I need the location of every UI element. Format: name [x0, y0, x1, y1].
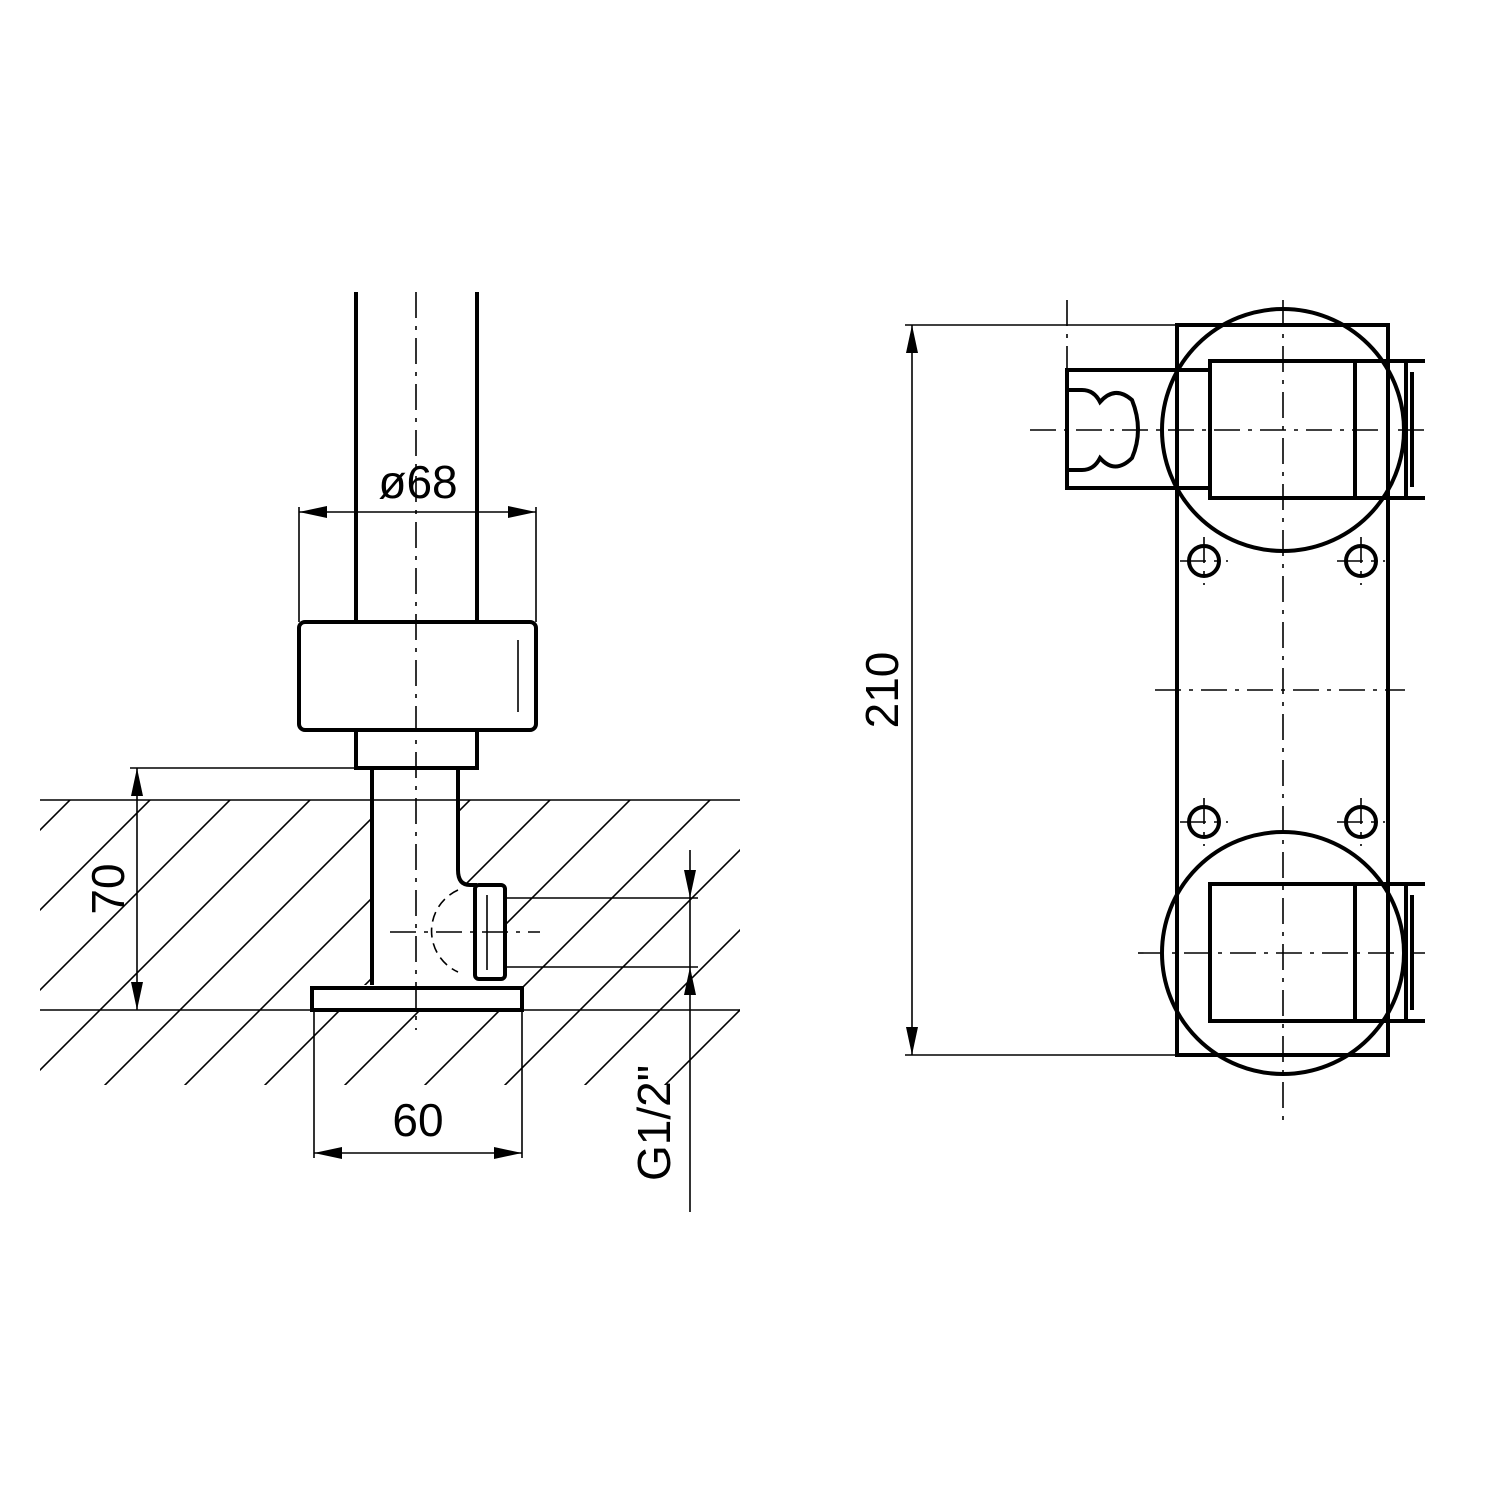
dim-thread-arrow-top	[684, 870, 696, 898]
hatch-line	[739, 800, 740, 1085]
dim-210-arrow-top	[906, 325, 918, 353]
dim-60-arrow-right	[494, 1147, 522, 1159]
dim-60-arrow-left	[314, 1147, 342, 1159]
back-plate	[1175, 323, 1390, 1057]
dim-70-arrow-bottom	[131, 982, 143, 1010]
dim-depth-label: 70	[82, 863, 134, 914]
hatch-line	[579, 800, 740, 1085]
front-view: 210	[856, 300, 1425, 1120]
hatch-line	[259, 800, 561, 1085]
dim-thread-label: G1/2"	[628, 1065, 680, 1181]
dim-thread-arrow-bottom	[684, 967, 696, 995]
hatch-line	[419, 800, 721, 1085]
dim-height-label: 210	[856, 652, 908, 729]
dim-width-label: 60	[392, 1094, 443, 1146]
dim-210-arrow-bottom	[906, 1027, 918, 1055]
connector-hidden-arc	[430, 889, 459, 973]
wall-hatch	[40, 800, 740, 1085]
mounting-plate	[310, 986, 524, 1012]
dim-70-arrow-top	[131, 768, 143, 796]
hatch-line	[179, 800, 481, 1085]
dim-68-arrow-left	[299, 506, 327, 518]
hatch-line	[40, 800, 161, 1085]
shower-holder	[1065, 368, 1210, 490]
rosette-neck	[354, 728, 479, 770]
hatch-line	[40, 800, 321, 1085]
hatch-line	[40, 800, 81, 1085]
dim-diameter-label: ø68	[378, 456, 457, 508]
hatch-line	[40, 800, 241, 1085]
rosette-body	[297, 620, 538, 732]
upper-outlet-nut	[1353, 359, 1408, 500]
hatch-line	[99, 800, 401, 1085]
lower-outlet-nut	[1353, 882, 1408, 1023]
hatch-line	[659, 800, 740, 1085]
upper-outlet-end	[1406, 359, 1425, 500]
side-view: ø68 60 70 G1/2"	[40, 292, 740, 1212]
dim-68-arrow-right	[508, 506, 536, 518]
lower-outlet-end	[1406, 882, 1425, 1023]
hatch-line	[339, 800, 641, 1085]
hatch-line	[499, 800, 740, 1085]
embedded-body	[370, 768, 477, 985]
